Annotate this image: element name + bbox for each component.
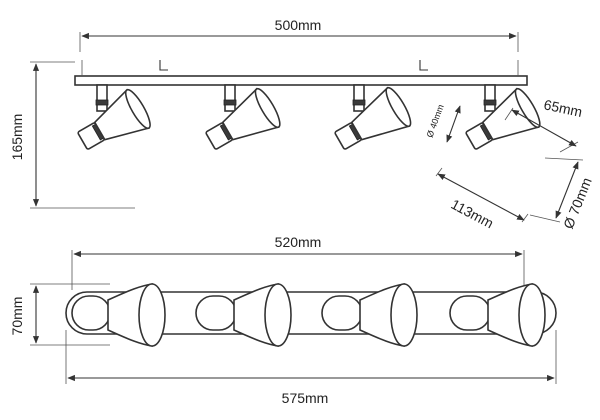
dimension-575mm: 575mm (65, 330, 557, 406)
top-view: 500mm 165mm (9, 17, 595, 231)
neck-diameter-label: Ø 40mm (425, 103, 446, 139)
spot-lamp-2 (205, 84, 281, 150)
bottom-plate (65, 291, 557, 335)
dimension-70mm: 70mm (9, 283, 110, 346)
dimension-500mm: 500mm (79, 17, 519, 52)
bottom-lamp-3 (321, 283, 418, 347)
outer-width-label: 575mm (282, 390, 329, 406)
shade-diameter-label: Ø 70mm (560, 175, 595, 231)
top-width-label: 500mm (275, 17, 322, 33)
bottom-lamp-4 (449, 283, 546, 347)
bottom-height-label: 70mm (9, 297, 25, 336)
inner-width-label: 520mm (275, 234, 322, 250)
dimension-520mm: 520mm (71, 234, 525, 290)
dimension-165mm: 165mm (9, 61, 135, 209)
spot-lamp-1 (77, 84, 151, 150)
top-height-label: 165mm (9, 114, 25, 161)
spot-lamp-3 (334, 84, 412, 150)
mounting-plate (74, 60, 528, 86)
bottom-lamp-1 (71, 283, 166, 347)
bottom-view: 520mm 70mm (9, 234, 557, 406)
spot-lamp-4-detail (465, 84, 541, 150)
shade-length-label: 65mm (542, 96, 583, 120)
bottom-lamp-2 (195, 283, 292, 347)
